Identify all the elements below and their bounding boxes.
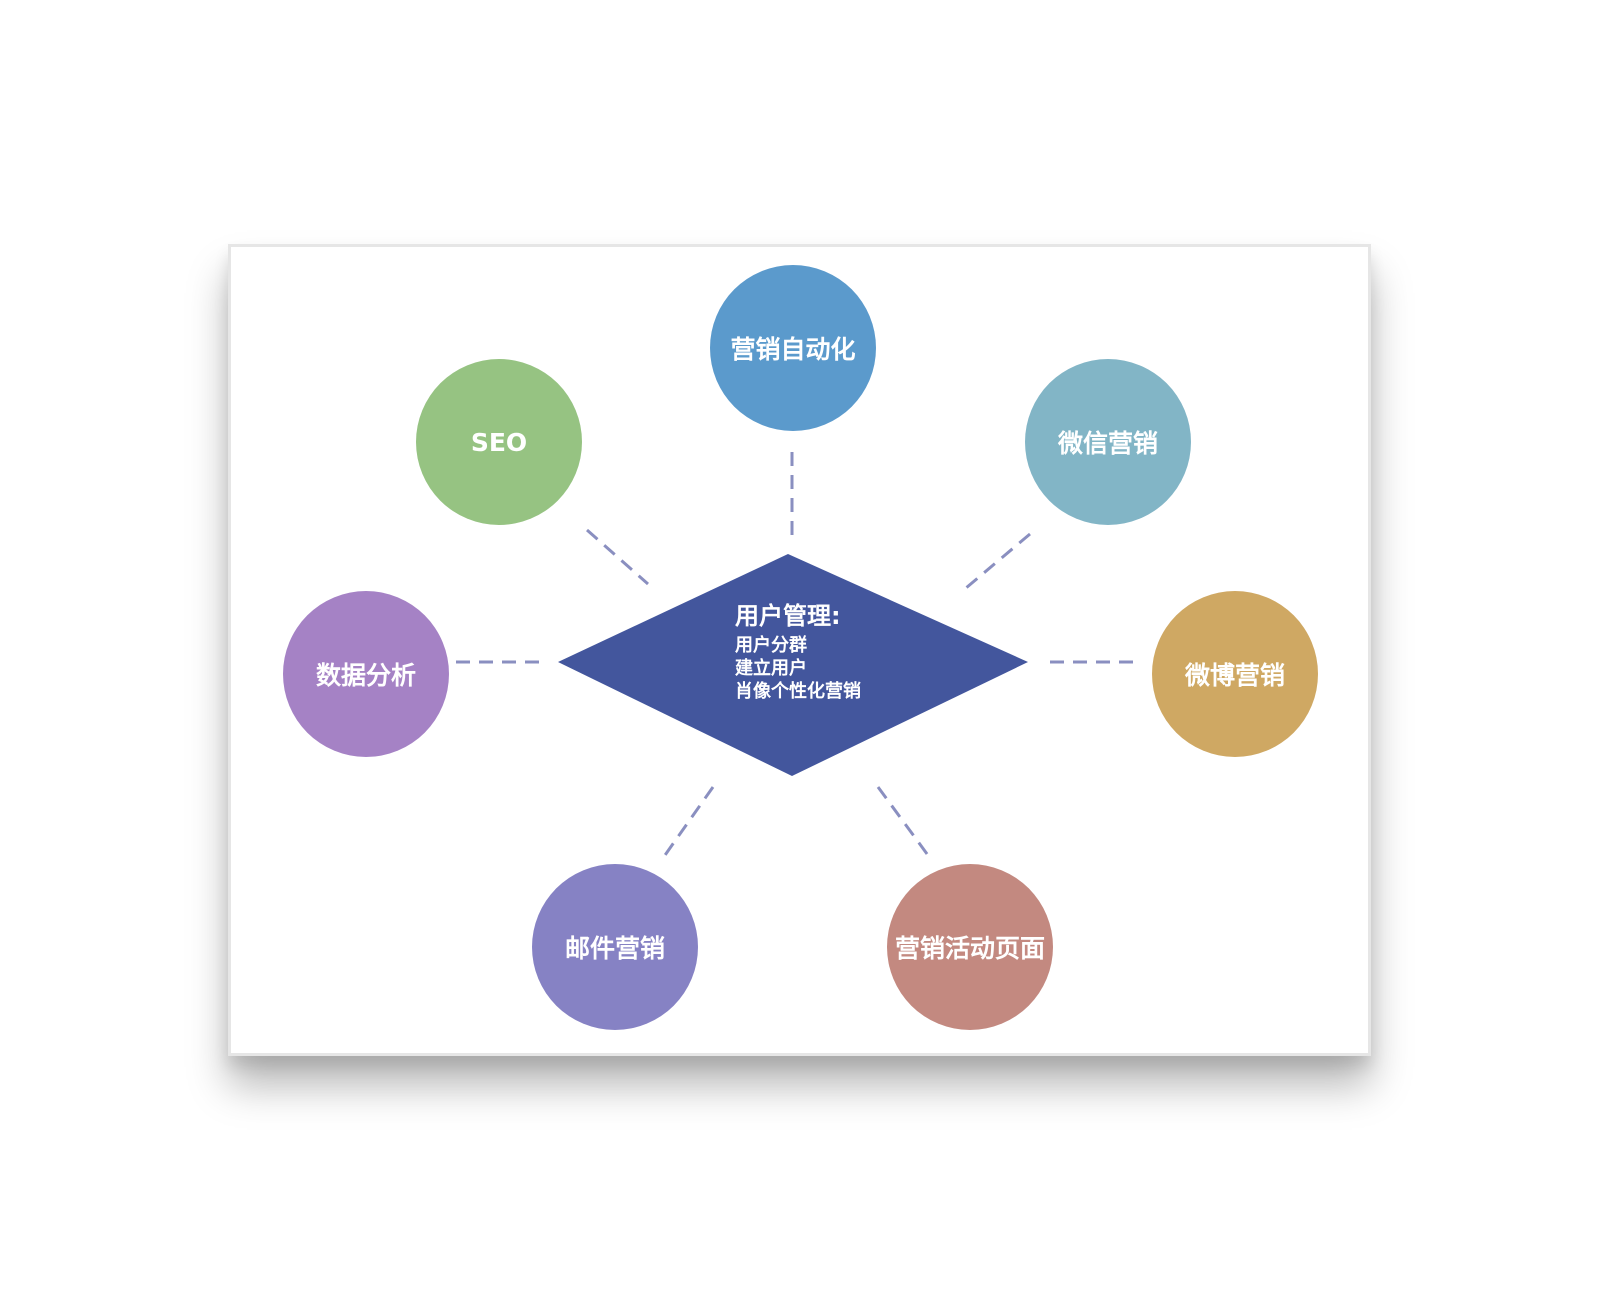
node-seo: SEO: [416, 359, 582, 525]
center-diamond: [558, 554, 1028, 776]
node-label: 微信营销: [1057, 429, 1158, 458]
node-label: 微博营销: [1184, 661, 1285, 690]
node-label: 数据分析: [315, 661, 416, 690]
node-weibo-marketing: 微博营销: [1152, 591, 1318, 757]
connector-campaign-page: [876, 786, 932, 859]
node-label: SEO: [470, 427, 528, 457]
center-title: 用户管理:: [735, 602, 841, 630]
center-item-1: 用户分群: [735, 635, 807, 656]
node-email-marketing: 邮件营销: [532, 864, 698, 1030]
center-item-2: 建立用户: [735, 658, 807, 679]
connector-seo: [586, 528, 649, 586]
connector-email-marketing: [661, 786, 715, 859]
node-label: 邮件营销: [564, 934, 665, 963]
node-label: 营销活动页面: [894, 934, 1045, 963]
node-label: 营销自动化: [730, 335, 856, 364]
center-item-3: 肖像个性化营销: [735, 681, 861, 702]
node-wechat-marketing: 微信营销: [1025, 359, 1191, 525]
center-label: 用户管理: 用户分群 建立用户 肖像个性化营销: [735, 604, 861, 703]
node-marketing-automation: 营销自动化: [710, 265, 876, 431]
node-data-analysis: 数据分析: [283, 591, 449, 757]
connector-wechat-marketing: [965, 532, 1031, 590]
connectors: [456, 452, 1140, 859]
node-campaign-page: 营销活动页面: [887, 864, 1053, 1030]
